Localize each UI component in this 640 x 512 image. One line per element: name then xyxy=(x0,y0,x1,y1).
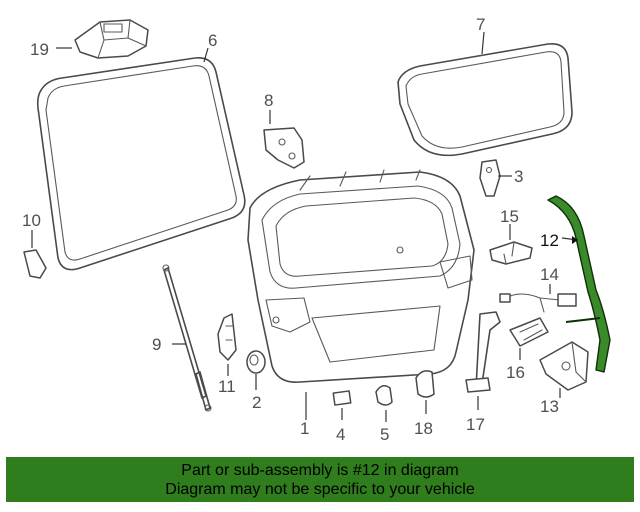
leader-6 xyxy=(203,47,209,63)
callout-12[interactable]: 12 xyxy=(540,231,559,250)
callout-16[interactable]: 16 xyxy=(506,363,525,382)
part-16-latch[interactable] xyxy=(509,317,549,347)
callout-5[interactable]: 5 xyxy=(380,425,389,444)
part-14-harness[interactable] xyxy=(499,293,577,313)
callout-9[interactable]: 9 xyxy=(152,335,161,354)
callout-13[interactable]: 13 xyxy=(540,397,559,416)
callout-10[interactable]: 10 xyxy=(22,211,41,230)
info-line-2: Diagram may not be specific to your vehi… xyxy=(165,480,475,498)
parts-diagram: 19 6 7 8 3 10 1 xyxy=(22,15,611,444)
arrow-12 xyxy=(572,236,578,244)
info-line-1: Part or sub-assembly is #12 in diagram xyxy=(181,461,459,479)
part-13-actuator[interactable] xyxy=(539,341,589,391)
part-11-bracket[interactable] xyxy=(217,313,237,361)
part-1-liftgate[interactable] xyxy=(247,169,475,383)
part-5-clip[interactable] xyxy=(375,385,393,406)
callout-17[interactable]: 17 xyxy=(466,415,485,434)
leader-7 xyxy=(481,31,485,55)
part-7-back-glass[interactable] xyxy=(397,42,573,157)
part-3-hinge[interactable] xyxy=(479,159,501,197)
callout-1[interactable]: 1 xyxy=(300,419,309,438)
callout-4[interactable]: 4 xyxy=(336,425,345,444)
info-banner: Part or sub-assembly is #12 in diagram D… xyxy=(6,457,634,502)
part-2-bumper[interactable] xyxy=(246,350,266,374)
callout-7[interactable]: 7 xyxy=(476,15,485,34)
callout-14[interactable]: 14 xyxy=(540,265,559,284)
callout-3[interactable]: 3 xyxy=(514,167,523,186)
part-9-strut[interactable] xyxy=(162,264,212,412)
part-19-bracket[interactable] xyxy=(74,19,149,59)
callout-6[interactable]: 6 xyxy=(208,31,217,50)
callout-2[interactable]: 2 xyxy=(252,393,261,412)
part-4-plate[interactable] xyxy=(332,390,352,406)
callout-8[interactable]: 8 xyxy=(264,91,273,110)
part-10-bracket[interactable] xyxy=(23,249,47,279)
part-6-weatherstrip[interactable] xyxy=(36,56,246,271)
part-8-hinge[interactable] xyxy=(263,127,305,169)
part-18-cap[interactable] xyxy=(415,370,435,398)
callout-19[interactable]: 19 xyxy=(30,40,49,59)
part-12-weatherstrip-highlighted[interactable] xyxy=(547,195,611,373)
part-17-rod[interactable] xyxy=(465,311,501,393)
callout-11[interactable]: 11 xyxy=(218,377,236,396)
callout-15[interactable]: 15 xyxy=(500,207,519,226)
part-15-switch[interactable] xyxy=(489,241,533,265)
callout-18[interactable]: 18 xyxy=(414,419,433,438)
